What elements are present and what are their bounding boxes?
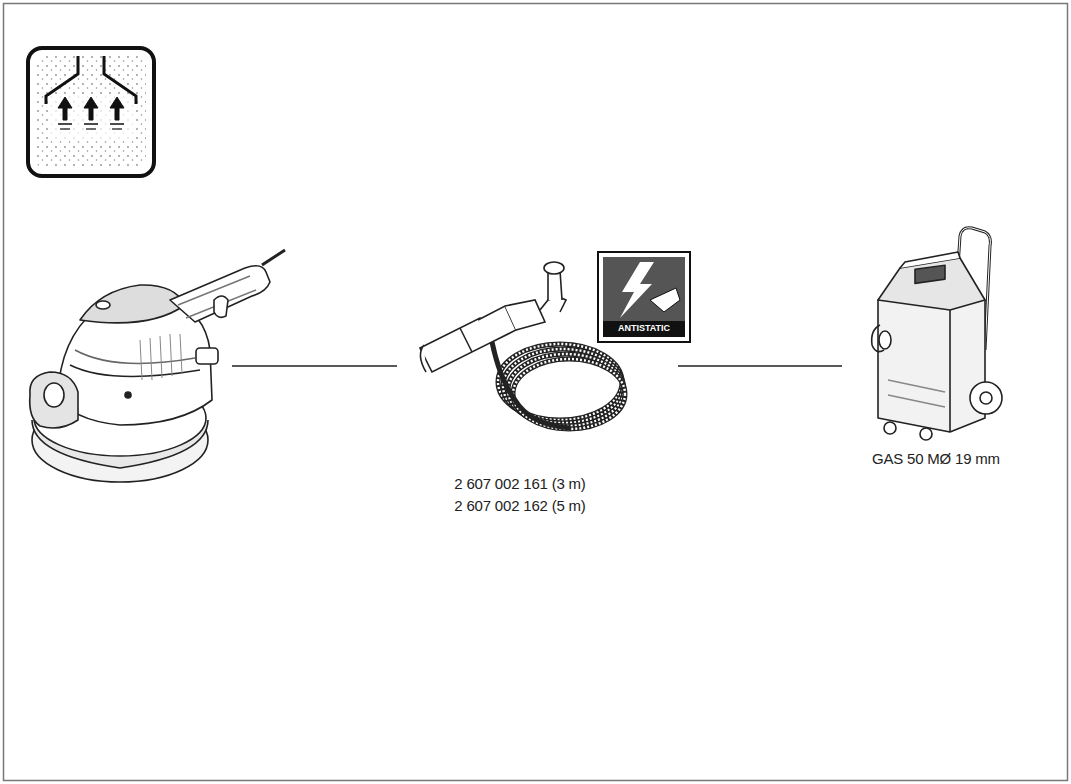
dust-extractor: [872, 228, 1002, 440]
random-orbit-sander: [30, 250, 285, 482]
symbol-label: ANTISTATIC: [618, 323, 670, 334]
part-number: 2 607 002 161 (3 m): [454, 475, 585, 493]
frame: [4, 4, 1068, 781]
connection-line: [678, 365, 842, 366]
part-number: 2 607 002 162 (5 m): [454, 497, 585, 515]
device-label: GAS 50 MØ 19 mm: [872, 450, 1000, 468]
dust-extraction-icon: [28, 48, 154, 176]
antistatic-hose: [420, 262, 625, 429]
connection-line: [232, 365, 397, 366]
antistatic-symbol: [598, 252, 690, 342]
